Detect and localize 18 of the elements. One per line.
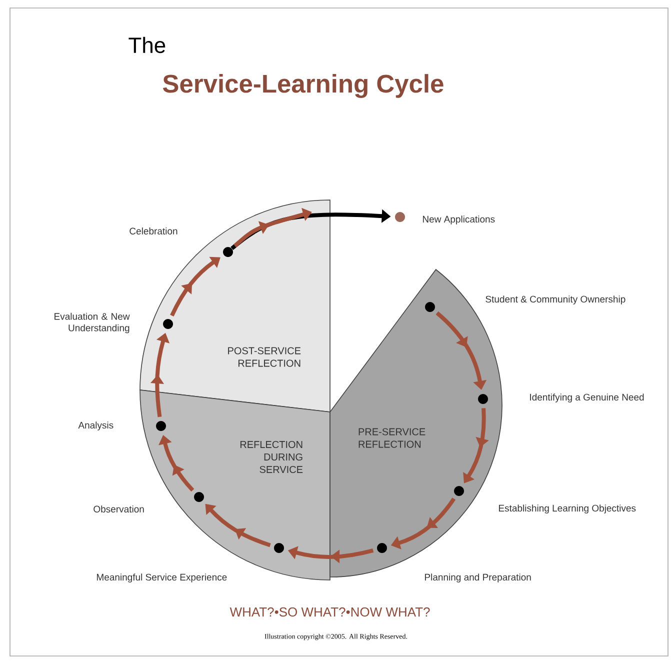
- title-prefix: The: [128, 36, 166, 54]
- dot: [425, 302, 435, 312]
- dot: [156, 421, 166, 431]
- dot: [377, 543, 387, 553]
- dot: [454, 486, 464, 496]
- step-label: Evaluation & New Understanding: [54, 312, 130, 334]
- tagline: WHAT?•SO WHAT?•NOW WHAT?: [230, 607, 430, 617]
- dot: [194, 492, 204, 502]
- step-label: Identifying a Genuine Need: [530, 394, 644, 402]
- dot: [163, 319, 173, 329]
- title: Service-Learning Cycle: [162, 74, 444, 98]
- dot: [395, 212, 405, 222]
- dot: [478, 394, 488, 404]
- step-label: New Applications: [423, 216, 495, 224]
- arrow: [170, 256, 220, 316]
- step-label: Analysis: [78, 422, 114, 430]
- dot: [274, 543, 284, 553]
- dot: [223, 247, 233, 257]
